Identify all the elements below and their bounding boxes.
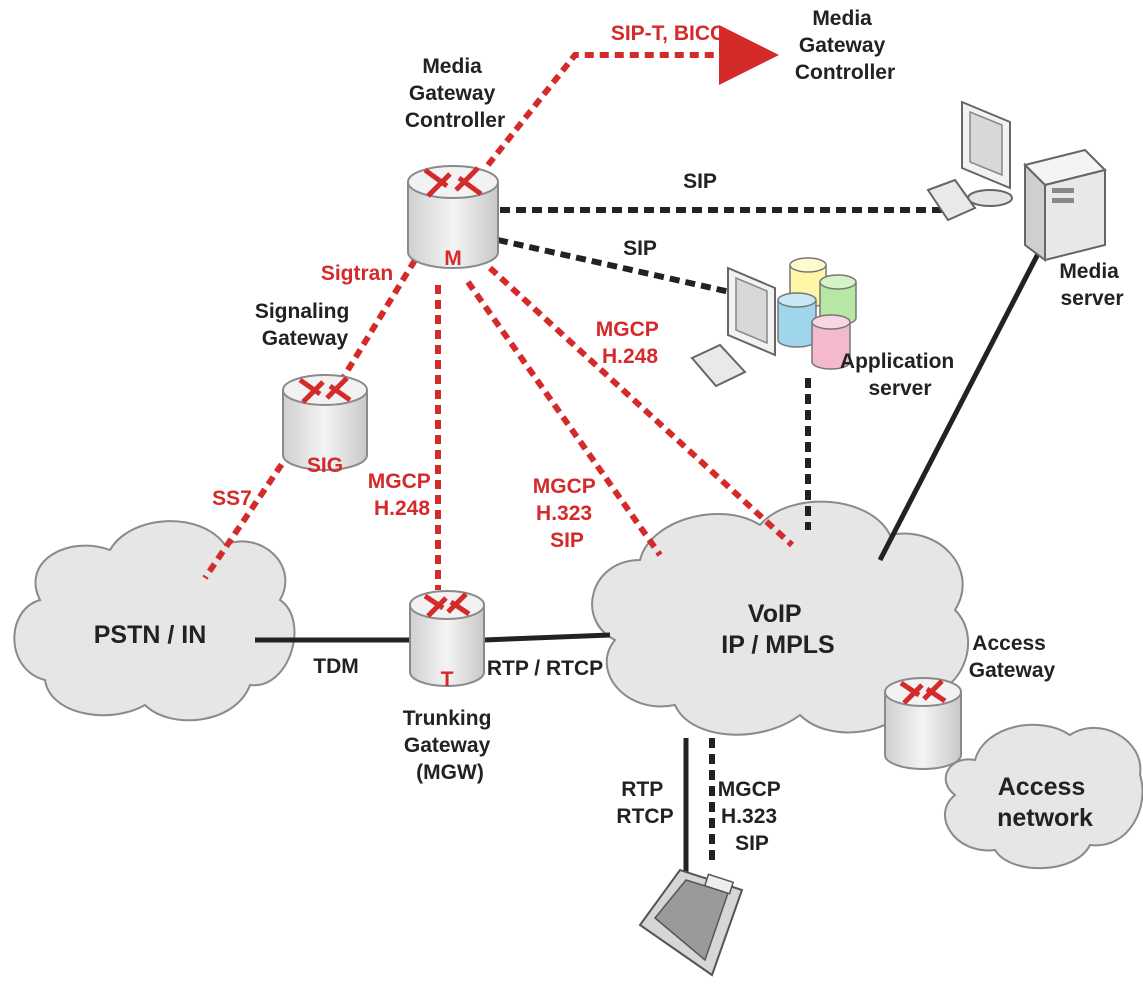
router-arrows-icon	[298, 376, 352, 404]
sip-app-label: SIP	[623, 237, 657, 260]
database-stack-icon	[777, 257, 857, 370]
router-arrows-icon	[423, 592, 471, 618]
link-media-server-voip	[877, 248, 1043, 562]
link-sip-app-server	[497, 237, 731, 295]
link-sip-t-bicc	[485, 25, 779, 167]
tdm-label: TDM	[313, 655, 359, 678]
link-mgc-voip-a	[465, 280, 663, 557]
application-server-label: Application server	[840, 350, 960, 400]
mgcp-h248-voip-label: MGCP H.248	[596, 318, 664, 368]
sip-t-bicc-label: SIP-T, BICC	[611, 22, 725, 45]
sigtran-label: Sigtran	[321, 262, 393, 285]
mgc-remote-label: Media Gateway Controller	[795, 7, 895, 84]
router-access	[884, 677, 962, 770]
phone-rtp-label: RTP RTCP	[616, 778, 673, 828]
router-mgc: M	[407, 165, 499, 270]
router-badge-sig: SIG	[307, 454, 343, 477]
app-workstation-icon	[690, 266, 776, 388]
mgcp-voip-label: MGCP H.323 SIP	[533, 475, 601, 552]
sip-media-label: SIP	[683, 170, 717, 193]
media-server-icon	[1023, 148, 1107, 262]
phone-mgcp-label: MGCP H.323 SIP	[718, 778, 786, 855]
router-arrows-icon	[423, 166, 483, 198]
rtp-rtcp-label: RTP / RTCP	[487, 657, 603, 680]
mgcp-trunk-label: MGCP H.248	[368, 470, 436, 520]
access-network-label: Access network	[997, 773, 1093, 832]
trunking-gateway-label: Trunking Gateway (MGW)	[403, 707, 498, 784]
mgc-top-label: Media Gateway Controller	[405, 55, 505, 132]
voip-cloud-label: VoIP IP / MPLS	[721, 600, 834, 659]
link-sigtran	[340, 258, 418, 380]
link-rtp-rtcp	[483, 632, 611, 643]
link-mgc-voip-b	[487, 265, 795, 548]
ip-phone-icon	[638, 868, 744, 977]
router-badge-t: T	[441, 668, 454, 691]
ss7-label: SS7	[212, 487, 252, 510]
router-badge-m: M	[444, 247, 462, 270]
router-trunk: T	[409, 590, 485, 691]
signaling-gateway-label: Signaling Gateway	[255, 300, 355, 350]
access-network-cloud	[944, 723, 1143, 870]
workstation-icon	[926, 100, 1013, 222]
router-arrows-icon	[899, 679, 947, 705]
router-sig: SIG	[282, 374, 368, 477]
access-gateway-label: Access Gateway	[969, 632, 1056, 682]
pstn-cloud	[13, 520, 296, 722]
pstn-label: PSTN / IN	[94, 621, 207, 649]
link-ss7	[202, 450, 293, 580]
media-server-label: Media server	[1059, 260, 1124, 310]
